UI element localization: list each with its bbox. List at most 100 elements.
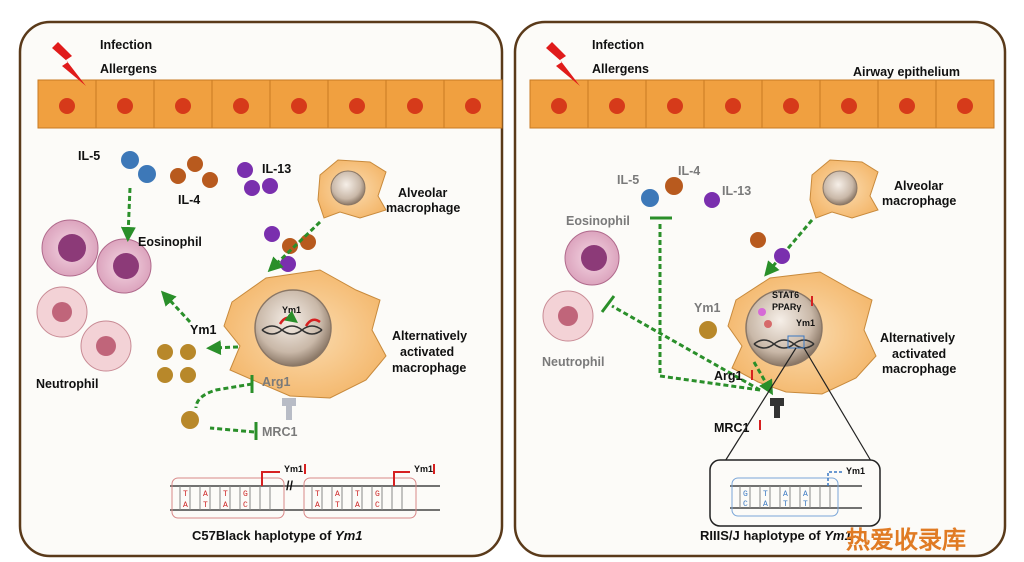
left-aa-nucleus xyxy=(254,289,332,367)
left-aa-label-1: Alternatively xyxy=(392,329,467,343)
dna-base: T xyxy=(783,500,788,509)
right-panel: Infection Allergens Airway epithelium IL… xyxy=(513,20,1007,558)
left-arrow-il5-eos xyxy=(120,187,136,242)
stat6-dot xyxy=(758,308,766,316)
left-mrc1-label: MRC1 xyxy=(262,425,297,439)
il13-molecule xyxy=(262,178,278,194)
left-dna-strip: T A T G A T A C T A T G A T A C Ym1 Ym1 … xyxy=(170,464,440,519)
lightning-icon xyxy=(52,42,86,86)
left-macrophage-label: macrophage xyxy=(386,201,460,215)
ym1-molecule xyxy=(157,344,173,360)
il4-molecule xyxy=(202,172,218,188)
right-dna-inset: G T A A C A T T Ym1 xyxy=(709,459,881,527)
dna-base: C xyxy=(375,501,380,510)
left-infection-label: Infection xyxy=(100,38,152,52)
mrc1-receptor xyxy=(286,406,292,420)
left-alveolar-nucleus xyxy=(330,170,366,206)
right-caption: RIIIS/J haplotype of Ym1 xyxy=(700,528,852,543)
mrc1-receptor xyxy=(774,406,780,418)
left-promoter-arrow xyxy=(393,471,410,486)
il5-molecule xyxy=(121,151,139,169)
right-inhibit-neu xyxy=(611,304,761,392)
left-nucleus-dna xyxy=(261,325,323,335)
right-arrow-to-macrophage xyxy=(764,219,814,277)
ym1-molecule xyxy=(157,367,173,383)
right-inhibit-bar xyxy=(600,295,616,313)
right-epithelium xyxy=(529,79,995,129)
il13-molecule xyxy=(280,256,296,272)
neutrophil-nucleus xyxy=(52,302,72,322)
il13-molecule xyxy=(237,162,253,178)
left-allergens-label: Allergens xyxy=(100,62,157,76)
neutrophil-nucleus xyxy=(96,336,116,356)
right-macrophage-label: macrophage xyxy=(882,194,956,208)
il5-molecule xyxy=(138,165,156,183)
neutrophil-nucleus xyxy=(558,306,578,326)
right-infection-label: Infection xyxy=(592,38,644,52)
left-arg1-inhibit xyxy=(194,382,253,409)
mrc1-receptor xyxy=(770,398,784,406)
il4-molecule xyxy=(665,177,683,195)
dna-base: C xyxy=(243,501,248,510)
left-nucleus-ym1-label: Ym1 xyxy=(282,305,301,315)
dna-base: G xyxy=(375,490,380,499)
ppar-dot xyxy=(764,320,772,328)
dna-base: T xyxy=(315,490,320,499)
right-ppar-label: PPARγ xyxy=(772,302,801,312)
left-aa-label-2: activated xyxy=(400,345,454,359)
right-mrc1-label: MRC1 xyxy=(714,421,749,435)
right-aa-label-2: activated xyxy=(892,347,946,361)
left-dna-ym1-label: Ym1 xyxy=(284,464,303,474)
zoom-line xyxy=(803,347,875,467)
dna-base: C xyxy=(743,500,748,509)
dna-base: T xyxy=(355,490,360,499)
dna-base: T xyxy=(335,501,340,510)
left-transcription-arrow xyxy=(278,310,299,325)
ym1-molecule xyxy=(180,367,196,383)
right-il5-label: IL-5 xyxy=(617,173,639,187)
dna-base: A xyxy=(783,490,788,499)
left-ym1-label: Ym1 xyxy=(190,323,216,337)
right-eosinophil-label: Eosinophil xyxy=(566,214,630,228)
right-ym1-label: Ym1 xyxy=(694,301,720,315)
dna-base: A xyxy=(355,501,360,510)
left-neutrophil-label: Neutrophil xyxy=(36,377,99,391)
ym1-molecule xyxy=(699,321,717,339)
right-alveolar-nucleus xyxy=(822,170,858,206)
dna-base: A xyxy=(203,490,208,499)
left-transcription-arrow xyxy=(304,318,321,327)
left-dna-ym1-label: Ym1 xyxy=(414,464,433,474)
il4-molecule xyxy=(187,156,203,172)
left-nucleus-dna xyxy=(261,325,323,335)
left-arrow-to-macrophage xyxy=(267,220,322,273)
mrc1-receptor xyxy=(282,398,296,406)
dna-base: A xyxy=(315,501,320,510)
left-il13-label: IL-13 xyxy=(262,162,291,176)
il13-molecule xyxy=(264,226,280,242)
right-alveolar-label: Alveolar xyxy=(894,179,943,193)
right-nucleus-ym1-label: Ym1 xyxy=(796,318,815,328)
watermark: 热爱收录库 xyxy=(846,526,966,554)
zoom-line xyxy=(721,347,797,467)
right-allergens-label: Allergens xyxy=(592,62,649,76)
right-stat6-label: STAT6 xyxy=(772,290,799,300)
dna-base: T xyxy=(183,490,188,499)
left-arg1-label: Arg1 xyxy=(262,375,291,389)
right-dna-rungs xyxy=(739,486,831,508)
il5-molecule xyxy=(641,189,659,207)
dna-break-mark: // xyxy=(286,479,293,493)
left-arrow-ym1-eos xyxy=(160,290,192,324)
left-caption: C57Black haplotype of Ym1 xyxy=(192,528,363,543)
right-airway-label: Airway epithelium xyxy=(853,65,960,79)
left-eosinophil-label: Eosinophil xyxy=(138,235,202,249)
left-il4-label: IL-4 xyxy=(178,193,200,207)
left-dna-rungs xyxy=(179,486,403,510)
left-mrc1-inhibit xyxy=(209,426,255,434)
left-panel: Infection Allergens IL-5 IL-4 IL-13 Alve… xyxy=(18,20,504,558)
eosinophil-nucleus xyxy=(58,234,86,262)
il13-molecule xyxy=(774,248,790,264)
right-il4-label: IL-4 xyxy=(678,164,700,178)
left-epithelium xyxy=(37,79,503,129)
